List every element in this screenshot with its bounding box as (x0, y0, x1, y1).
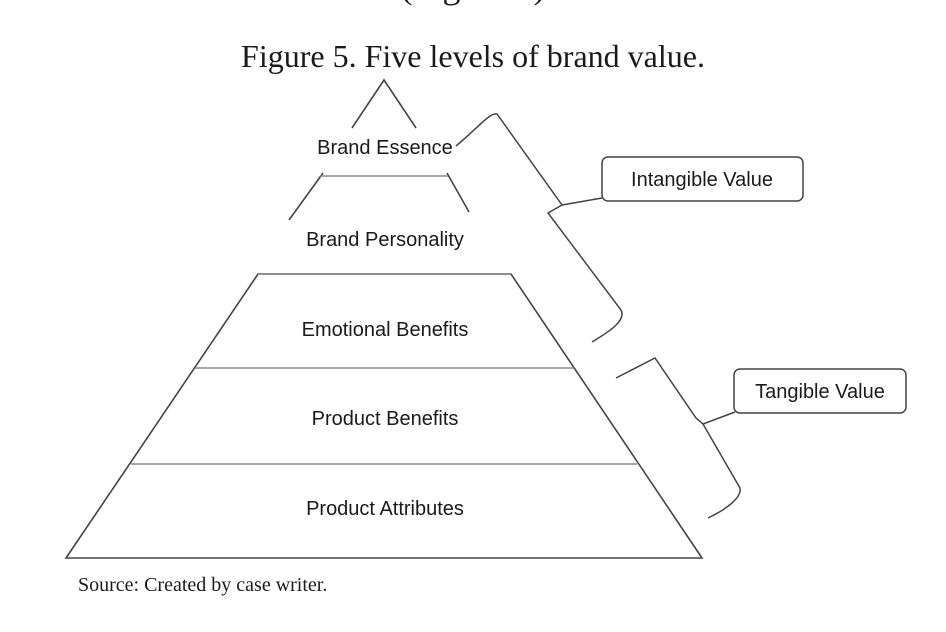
figure-title: Figure 5. Five levels of brand value. (241, 38, 705, 74)
pyramid-apex (351, 78, 417, 129)
pyramid-left-edge-upper (288, 172, 324, 221)
tangible-bracket-connector (702, 411, 736, 425)
intangible-value-bracket (455, 113, 623, 343)
pyramid-right-edge-upper (446, 172, 470, 213)
tangible-value-label: Tangible Value (755, 381, 885, 403)
level-label-product-benefits: Product Benefits (312, 408, 459, 430)
cut-off-heading: (Figure 5) (0, 0, 946, 8)
level-label-brand-essence: Brand Essence (317, 137, 453, 159)
level-label-emotional-benefits: Emotional Benefits (302, 319, 469, 341)
intangible-value-box (601, 156, 804, 202)
tangible-value-box (733, 368, 907, 414)
intangible-bracket-connector (561, 197, 603, 206)
level-label-product-attributes: Product Attributes (306, 498, 464, 520)
level-label-brand-personality: Brand Personality (306, 229, 464, 251)
tangible-value-bracket (615, 357, 741, 519)
source-note: Source: Created by case writer. (78, 574, 328, 596)
intangible-value-label: Intangible Value (631, 169, 773, 191)
